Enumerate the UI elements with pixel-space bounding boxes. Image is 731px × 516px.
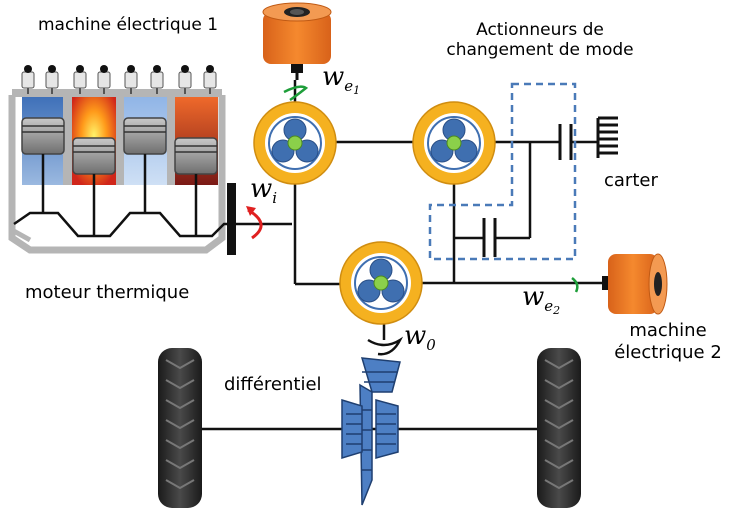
planetary-gearset-1 [253, 101, 337, 185]
valves [21, 65, 217, 94]
label-electric-machine-2-line1: machine [629, 320, 707, 341]
symbol-wi: wi [250, 174, 278, 207]
label-electric-machine-1: machine électrique 1 [38, 15, 219, 35]
label-electric-machine-2-line2: électrique 2 [614, 341, 722, 363]
em2-rotation-arrow [571, 277, 579, 293]
mode-actuators-box [428, 82, 577, 261]
em1-rotation-arrow [283, 85, 309, 102]
label-electric-machine-2: machine électrique 2 [598, 320, 731, 363]
differential [341, 357, 401, 506]
output-rotation-arrow [367, 336, 404, 356]
engine-output-flange [227, 183, 236, 255]
label-mode-actuators-line1: Actionneurs de [476, 20, 604, 40]
carter-ground-symbol [596, 116, 618, 158]
label-mode-actuators: Actionneurs de changement de mode [420, 20, 660, 61]
label-mode-actuators-line2: changement de mode [446, 40, 634, 61]
right-wheel [537, 348, 581, 508]
symbol-w0: w0 [404, 321, 436, 354]
planetary-gearset-3 [339, 241, 423, 325]
symbol-we1: we1 [322, 62, 361, 97]
thermal-engine [8, 65, 292, 255]
planetary-gearset-2 [412, 101, 496, 185]
engine-block-outline [8, 95, 226, 254]
electric-machine-1 [262, 2, 332, 102]
left-wheel [158, 348, 202, 508]
label-differential: différentiel [224, 374, 322, 395]
lockup-clutch [482, 218, 497, 257]
symbol-we2: we2 [522, 282, 561, 317]
crankshaft [13, 154, 236, 238]
shafts [293, 80, 604, 340]
electric-machine-2 [571, 253, 668, 315]
label-carter: carter [604, 170, 658, 191]
brake-clutch [558, 124, 573, 160]
label-thermal-engine: moteur thermique [25, 282, 190, 303]
pistons [21, 117, 218, 175]
